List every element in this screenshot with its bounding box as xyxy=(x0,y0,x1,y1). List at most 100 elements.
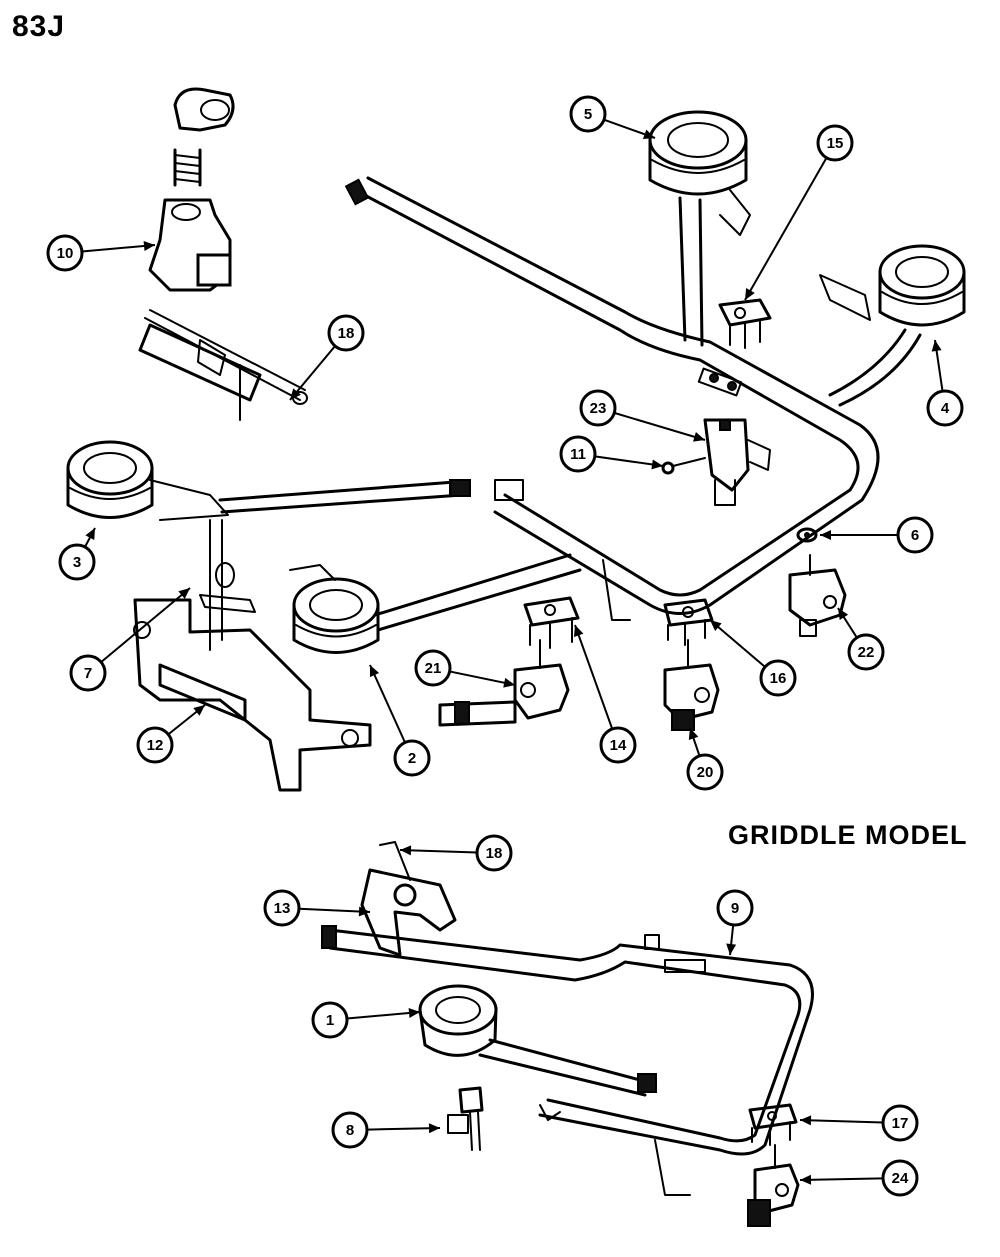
callout-leader xyxy=(799,1119,884,1124)
callout-c9: 9 xyxy=(716,889,754,956)
callout-c6: 6 xyxy=(820,516,934,554)
callout-circle xyxy=(327,314,365,352)
callout-c4: 4 xyxy=(926,339,964,427)
callout-circle xyxy=(759,659,797,697)
main-manifold-pipe xyxy=(344,176,880,621)
callout-arrowhead xyxy=(290,388,301,400)
callout-circle xyxy=(475,834,513,872)
callout-number: 3 xyxy=(73,554,81,571)
callout-leader xyxy=(399,849,478,854)
orifice-holder-23 xyxy=(703,418,771,506)
callout-circle xyxy=(686,753,724,791)
callout-circle xyxy=(816,124,854,162)
callout-circle xyxy=(414,649,452,687)
callout-number: 22 xyxy=(858,644,875,661)
callout-c7: 7 xyxy=(69,587,191,692)
callout-circle xyxy=(136,726,174,764)
callout-c12: 12 xyxy=(136,704,206,764)
callout-circle xyxy=(393,739,431,777)
washer-6 xyxy=(796,527,818,543)
callout-leader xyxy=(709,619,766,668)
callout-arrowhead xyxy=(745,287,755,300)
callout-circle xyxy=(569,95,607,133)
callout-arrowhead xyxy=(143,240,155,251)
callout-circle xyxy=(46,234,84,272)
callout-number: 7 xyxy=(84,665,92,682)
callout-arrowhead xyxy=(688,728,699,741)
callout-number: 20 xyxy=(697,764,714,781)
bracket-18-upper xyxy=(138,309,308,421)
callout-arrowhead xyxy=(428,1123,440,1134)
callout-arrowhead xyxy=(85,528,95,541)
callout-c20: 20 xyxy=(686,727,724,791)
callout-circle xyxy=(926,389,964,427)
callout-arrowhead xyxy=(369,665,380,678)
callout-circle xyxy=(311,1001,349,1039)
callout-leader xyxy=(369,664,406,743)
burner-3 xyxy=(66,440,471,521)
callout-leader xyxy=(574,624,614,730)
callout-number: 9 xyxy=(731,900,739,917)
pressure-regulator-10 xyxy=(148,87,235,292)
callout-number: 2 xyxy=(408,750,416,767)
callout-arrowhead xyxy=(408,1007,420,1018)
callout-number: 23 xyxy=(590,400,607,417)
burner-4 xyxy=(819,244,966,407)
callout-circle xyxy=(716,889,754,927)
callout-leader xyxy=(298,907,371,913)
burner-2 xyxy=(289,553,582,654)
callout-circle xyxy=(69,654,107,692)
bracket-16 xyxy=(663,598,714,646)
clip-15 xyxy=(718,298,772,349)
callout-number: 14 xyxy=(610,737,627,754)
callout-number: 18 xyxy=(486,845,503,862)
callout-c23: 23 xyxy=(579,389,706,442)
callout-leader xyxy=(289,345,336,401)
callout-c18a: 18 xyxy=(289,314,365,401)
callout-circle xyxy=(58,543,96,581)
callout-number: 5 xyxy=(584,106,592,123)
callout-c15: 15 xyxy=(744,124,854,301)
callout-number: 24 xyxy=(892,1170,909,1187)
callout-c22: 22 xyxy=(837,607,885,671)
callout-number: 11 xyxy=(570,446,586,463)
callout-circle xyxy=(847,633,885,671)
callout-number: 18 xyxy=(338,325,355,342)
callout-number: 8 xyxy=(346,1122,354,1139)
screw-11 xyxy=(661,457,706,475)
callout-arrowhead xyxy=(838,608,849,620)
callout-circle xyxy=(559,435,597,473)
callout-arrowhead xyxy=(693,432,705,442)
callout-leader xyxy=(100,587,191,663)
callout-c5: 5 xyxy=(569,95,656,139)
valve-22 xyxy=(788,554,847,637)
callout-number: 4 xyxy=(941,400,950,417)
bracket-12 xyxy=(133,519,372,792)
callout-circle xyxy=(881,1104,919,1142)
callout-leader xyxy=(449,670,516,686)
callout-number: 21 xyxy=(425,660,442,677)
callout-arrowhead xyxy=(178,588,190,599)
bracket-14 xyxy=(523,596,580,649)
callout-c13: 13 xyxy=(263,889,371,927)
callout-arrowhead xyxy=(931,340,942,352)
burner-5 xyxy=(648,110,751,347)
burner-1 xyxy=(418,984,657,1097)
callout-c2: 2 xyxy=(369,664,431,777)
callout-arrowhead xyxy=(651,459,663,470)
callout-c3: 3 xyxy=(58,527,96,581)
callout-leader xyxy=(799,1177,884,1181)
callout-circle xyxy=(263,889,301,927)
callout-leader xyxy=(744,157,828,301)
callout-c1: 1 xyxy=(311,1001,421,1039)
callout-c24: 24 xyxy=(799,1159,919,1197)
callout-arrowhead xyxy=(820,530,831,540)
callout-c16: 16 xyxy=(709,619,797,697)
callout-circle xyxy=(881,1159,919,1197)
callout-number: 13 xyxy=(274,900,291,917)
callout-leader xyxy=(614,411,706,441)
callout-arrowhead xyxy=(800,1174,812,1185)
callout-c21: 21 xyxy=(414,649,516,688)
callout-arrowhead xyxy=(503,677,515,688)
